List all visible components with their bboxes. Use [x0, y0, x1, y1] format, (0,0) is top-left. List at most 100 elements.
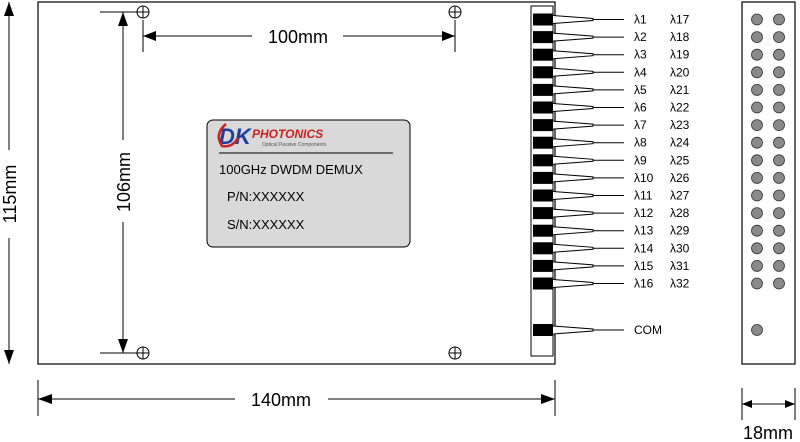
port-8-connector — [533, 136, 553, 149]
side-view — [741, 1, 796, 365]
logo-tagline: Optical Passive Components — [262, 142, 327, 148]
port-10-fiber-boot — [552, 173, 594, 183]
port-label-left: λ8 — [634, 136, 647, 150]
port-2-connector — [533, 31, 553, 44]
port-label-left: λ12 — [634, 206, 654, 220]
port-14-connector — [533, 242, 553, 255]
port-11-connector — [533, 189, 553, 202]
port-3-fiber-boot — [552, 50, 594, 60]
port-3-connector — [533, 48, 553, 61]
port-label-right: λ20 — [670, 65, 690, 79]
side-port-dot — [773, 277, 785, 290]
port-6-fiber-boot — [552, 103, 594, 112]
port-1-connector — [533, 13, 553, 26]
port-15-fiber-boot — [552, 261, 594, 271]
port-label-left: λ10 — [634, 171, 654, 185]
side-port-dot — [751, 101, 763, 114]
dimension-width-inner: 100mm — [142, 20, 456, 52]
side-port-dot — [773, 171, 785, 184]
port-10-connector — [533, 171, 553, 184]
logo-mark: DK — [219, 124, 253, 149]
port-label-left: λ14 — [634, 241, 654, 255]
dimension-height-inner: 106mm — [100, 11, 137, 354]
side-port-dot — [773, 242, 785, 255]
width-outer-label: 140mm — [251, 390, 311, 410]
side-port-com-dot — [751, 324, 763, 336]
port-15-connector — [533, 259, 553, 272]
port-label-left: λ9 — [634, 153, 647, 167]
mounting-hole-bottom-left — [136, 346, 150, 360]
mounting-hole-top-right — [448, 5, 462, 19]
port-label-right: λ30 — [670, 241, 690, 255]
port-label-right: λ26 — [670, 171, 690, 185]
side-port-dot — [751, 48, 763, 61]
port-4-connector — [533, 66, 553, 79]
side-port-dot — [773, 84, 785, 96]
side-port-dot — [773, 31, 785, 43]
side-port-dot — [751, 259, 763, 272]
side-port-dot — [773, 207, 785, 220]
port-label-left: λ5 — [634, 83, 647, 97]
port-label-left: λ16 — [634, 277, 654, 291]
port-label-right: λ23 — [670, 118, 690, 132]
port-label-right: λ28 — [670, 206, 690, 220]
port-9-fiber-boot — [552, 155, 594, 165]
port-16-fiber-boot — [552, 279, 594, 288]
port-label-left: λ11 — [634, 189, 653, 203]
side-port-dot — [773, 259, 785, 272]
port-label-right: λ25 — [670, 153, 690, 167]
dimension-width-outer: 140mm — [37, 380, 556, 416]
side-port-dot — [751, 136, 763, 149]
port-2-fiber-boot — [552, 32, 594, 42]
port-label-left: λ1 — [634, 13, 647, 27]
port-12-fiber-boot — [552, 208, 594, 218]
product-name: 100GHz DWDM DEMUX — [219, 162, 363, 177]
port-label-left: λ6 — [634, 101, 647, 115]
port-8-fiber-boot — [552, 138, 594, 148]
height-outer-label: 115mm — [0, 165, 20, 224]
port-com-connector — [533, 324, 553, 336]
port-label-com: COM — [634, 323, 662, 337]
side-port-dot — [773, 66, 785, 79]
port-16-connector — [533, 277, 553, 290]
side-port-dot — [751, 154, 763, 167]
port-label-left: λ15 — [634, 259, 654, 273]
port-label-left: λ13 — [634, 224, 654, 238]
port-label-right: λ31 — [670, 259, 690, 273]
port-7-connector — [533, 119, 553, 132]
port-4-fiber-boot — [552, 67, 594, 77]
side-port-dot — [773, 48, 785, 61]
side-port-dot — [773, 13, 785, 26]
port-label-right: λ19 — [670, 48, 690, 62]
port-6-connector — [533, 101, 553, 114]
port-1-fiber-boot — [552, 15, 594, 24]
height-inner-label: 106mm — [114, 152, 134, 212]
dimension-height-outer: 115mm — [0, 2, 20, 364]
side-port-dot — [751, 13, 763, 26]
side-port-dot — [751, 119, 763, 131]
side-port-dot — [773, 189, 785, 202]
label-plate: DK PHOTONICS Optical Passive Components … — [206, 119, 411, 248]
side-port-dot — [751, 242, 763, 255]
dk-photonics-logo: DK PHOTONICS Optical Passive Components — [217, 123, 327, 149]
side-thickness-label: 18mm — [743, 423, 793, 442]
side-port-dot — [773, 136, 785, 149]
port-5-fiber-boot — [552, 85, 594, 95]
side-port-dot — [773, 101, 785, 114]
side-port-dot — [751, 171, 763, 184]
port-label-right: λ27 — [670, 189, 690, 203]
port-com-fiber-boot — [552, 325, 594, 335]
mounting-hole-top-left — [136, 5, 150, 19]
side-port-dot — [773, 119, 785, 131]
side-view-ports — [751, 13, 785, 336]
port-label-right: λ24 — [670, 136, 690, 150]
port-5-connector — [533, 83, 553, 96]
port-12-connector — [533, 207, 553, 220]
port-13-connector — [533, 224, 553, 237]
dimension-side-thickness: 18mm — [741, 388, 796, 442]
fiber-connectors — [533, 13, 624, 336]
part-number: P/N:XXXXXX — [227, 189, 305, 204]
logo-brand: PHOTONICS — [252, 127, 323, 141]
port-label-right: λ17 — [670, 13, 690, 27]
